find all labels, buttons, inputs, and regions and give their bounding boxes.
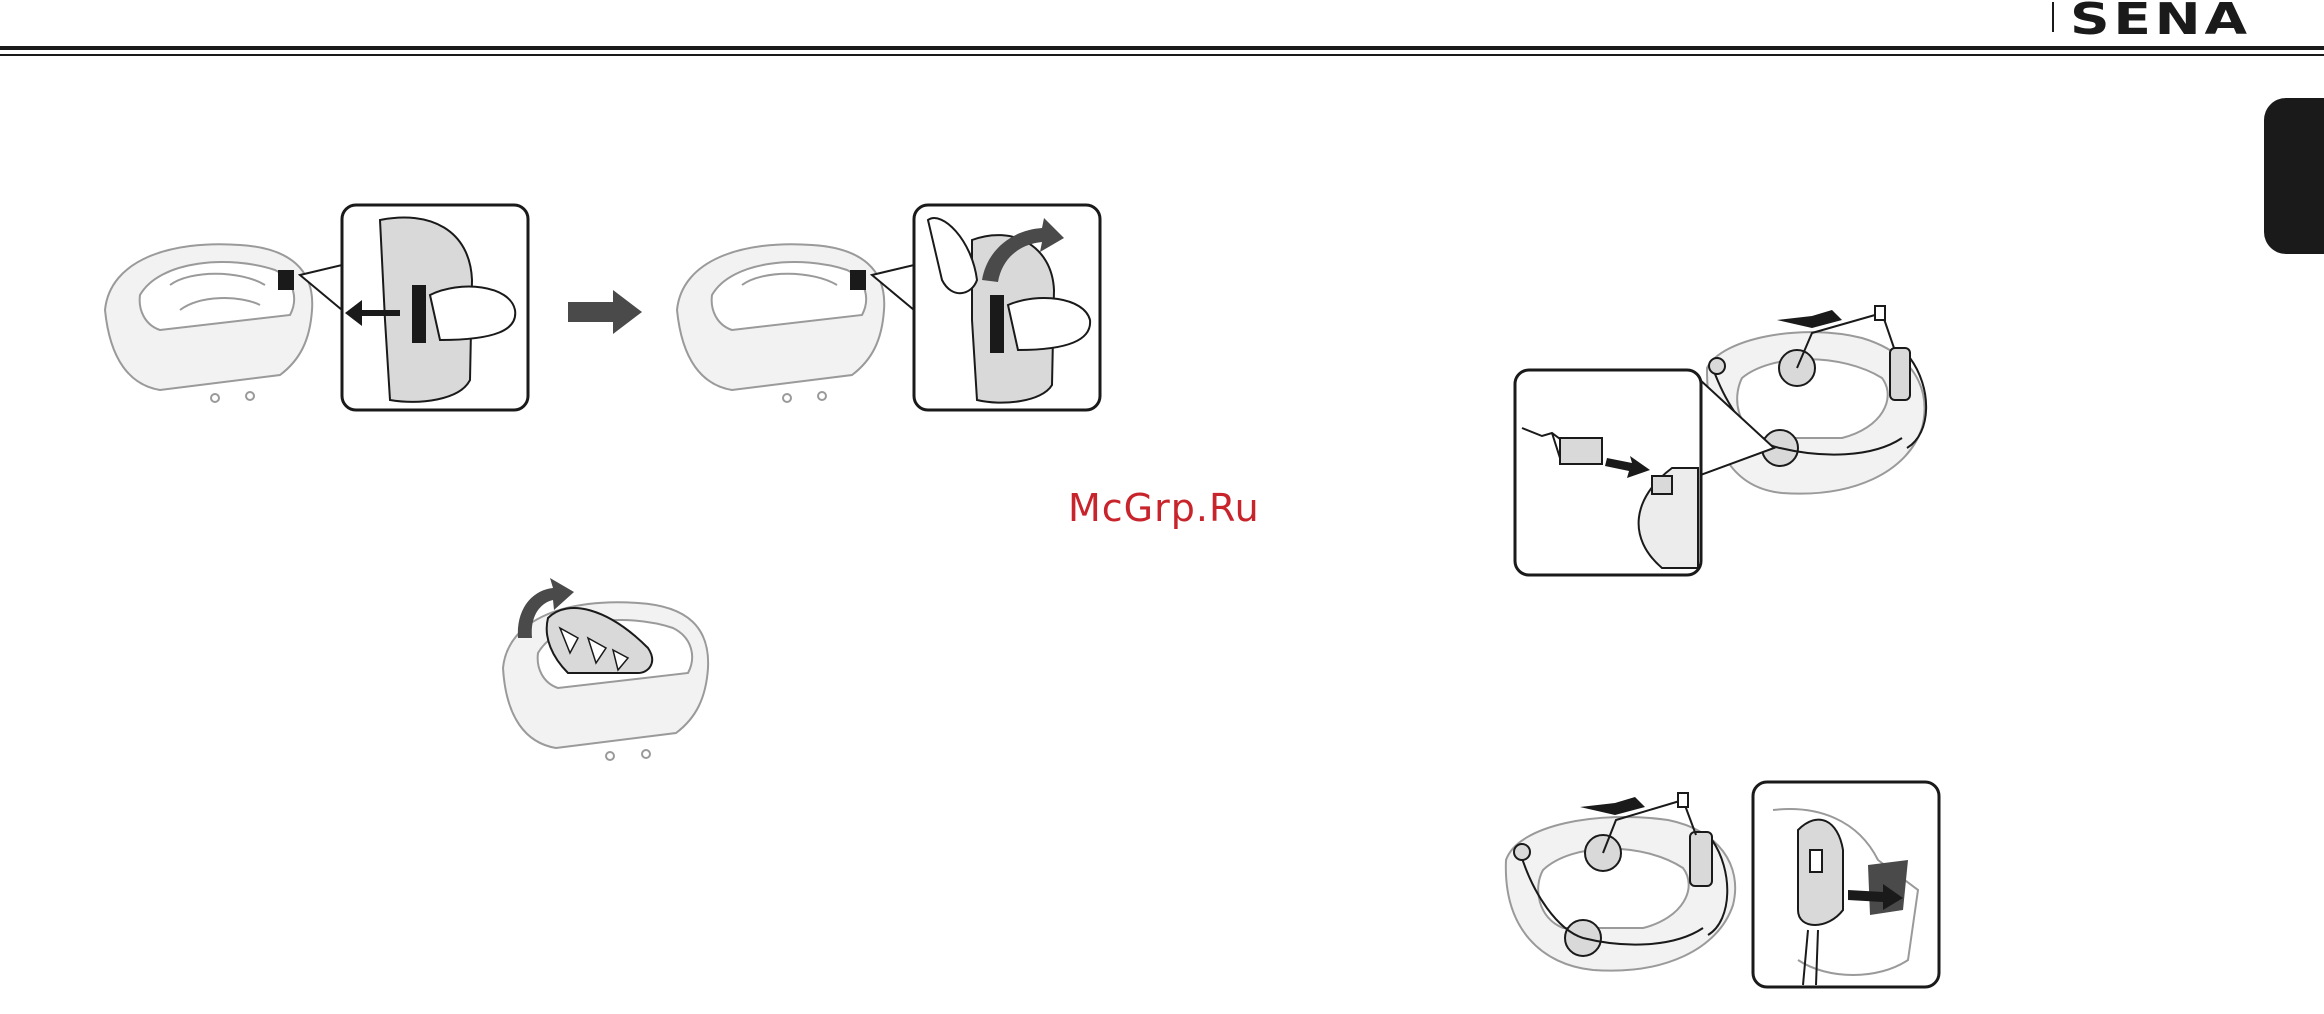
chapter-tab	[2264, 98, 2324, 254]
helmet-illustration	[105, 244, 312, 402]
figure-unit-mount	[1498, 780, 1948, 1010]
arrow-right-icon	[568, 290, 643, 334]
logo-divider	[2052, 2, 2054, 32]
header-rule-secondary	[0, 54, 2324, 56]
watermark: McGrp.Ru	[1068, 486, 1260, 530]
figure-helmet-cheek-pad	[498, 578, 718, 768]
figure-helmet-clip-lift	[672, 200, 1112, 415]
header-rule	[0, 46, 2324, 50]
clip-marker	[278, 270, 294, 290]
figure-mic-connect	[1512, 298, 1942, 578]
brand-logo: SENA	[2070, 0, 2251, 45]
figure-helmet-clip-press	[100, 200, 540, 415]
